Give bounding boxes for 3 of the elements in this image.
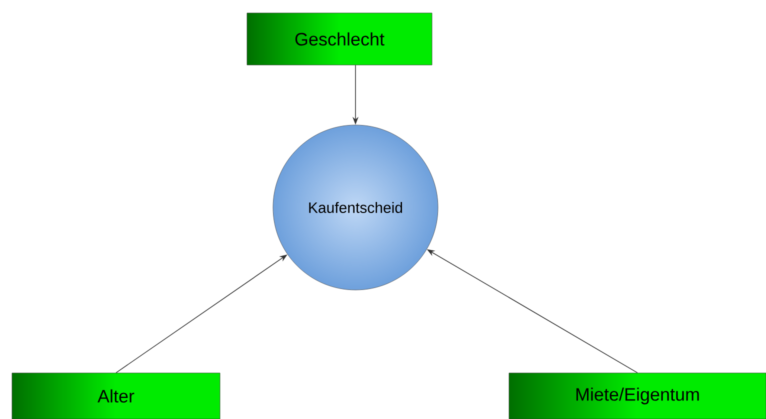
factor-box: Geschlecht: [246, 12, 432, 66]
factor-box: Miete/Eigentum: [508, 372, 766, 419]
factor-box: Alter: [12, 372, 220, 419]
